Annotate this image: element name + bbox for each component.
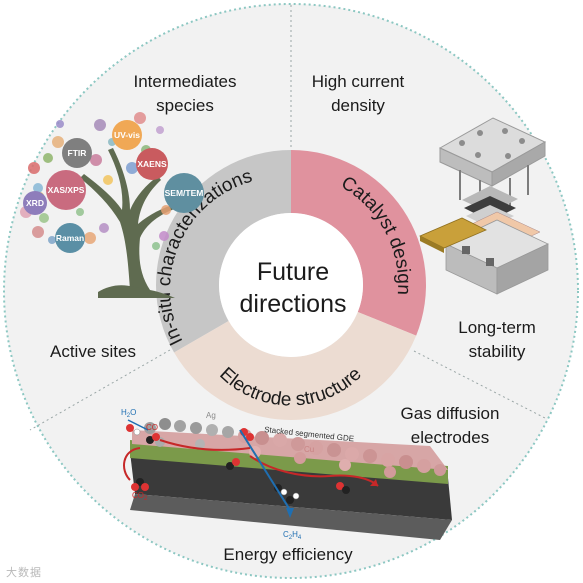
- divider-left: [29, 349, 171, 431]
- tech-xrd: XRD: [26, 198, 44, 208]
- gde-label-co: CO: [146, 423, 158, 432]
- label-energy-efficiency: Energy efficiency: [223, 545, 353, 564]
- label-electrodes: electrodes: [411, 428, 489, 447]
- gde-illustration: [123, 418, 452, 540]
- tech-ftir: FTIR: [68, 148, 87, 158]
- ring-segment-electrode: [174, 311, 417, 420]
- label-gas-diffusion: Gas diffusion: [401, 404, 500, 423]
- gde-label-ag: Ag: [206, 411, 216, 420]
- tree-illustration: [20, 112, 204, 298]
- label-long-term: Long-term: [458, 318, 535, 337]
- ring-segment-catalyst: [291, 150, 426, 336]
- tech-raman: Raman: [56, 233, 84, 243]
- label-species: species: [156, 96, 214, 115]
- label-intermediates: Intermediates: [134, 72, 237, 91]
- gde-label-c2h4: C2H4: [283, 530, 302, 541]
- tech-sem-tem: SEM/TEM: [165, 188, 204, 198]
- gde-label-h2o: H2O: [121, 408, 136, 419]
- tech-xaens: XAENS: [137, 159, 167, 169]
- label-density: density: [331, 96, 385, 115]
- tech-uv-vis: UV-vis: [114, 130, 140, 140]
- tech-xas-xps: XAS/XPS: [48, 185, 85, 195]
- label-high-current: High current: [312, 72, 405, 91]
- gde-label-cu: Cu: [304, 445, 314, 454]
- center-title-line1: Future: [257, 258, 329, 286]
- label-stability: stability: [469, 342, 526, 361]
- gde-label-co2: CO2: [132, 491, 148, 502]
- center-disk: [219, 213, 363, 357]
- watermark: 大数据: [6, 567, 42, 579]
- label-active-sites: Active sites: [50, 342, 136, 361]
- center-title-line2: directions: [240, 290, 347, 318]
- electrolyzer-illustration: [419, 117, 549, 295]
